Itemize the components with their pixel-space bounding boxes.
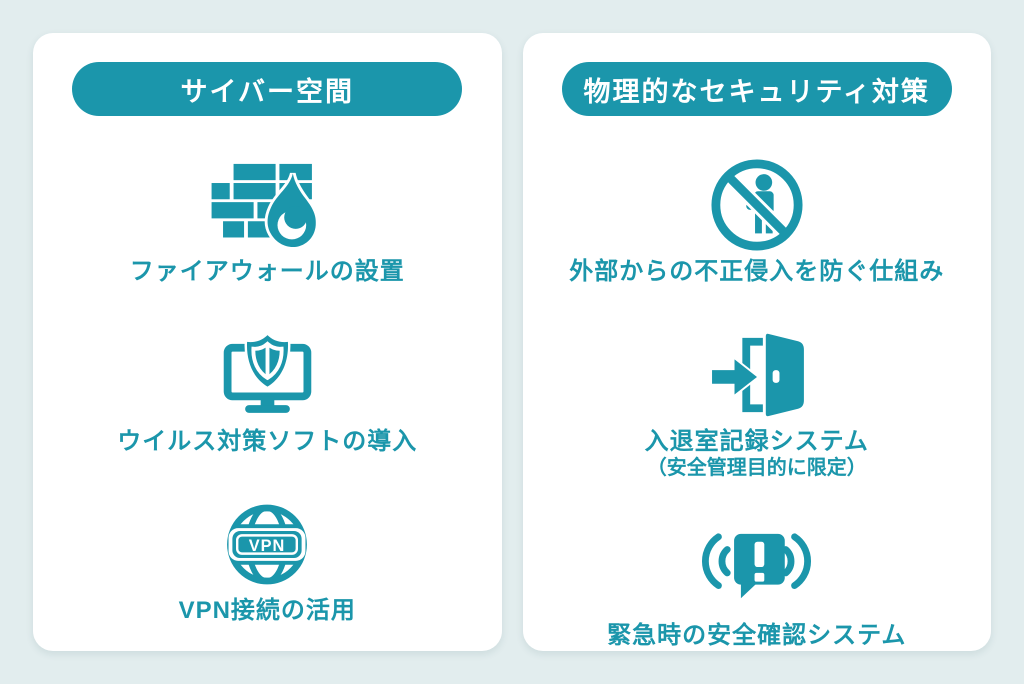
antivirus-monitor-icon — [51, 330, 484, 420]
list-item-vpn: VPN VPN接続の活用 — [51, 499, 484, 625]
item-label: ファイアウォールの設置 — [129, 258, 405, 285]
list-item-no-entry: 外部からの不正侵入を防ぐ仕組み — [541, 159, 974, 286]
emergency-alert-icon — [541, 524, 974, 614]
item-label: 入退室記録システム — [644, 427, 869, 455]
item-label: 外部からの不正侵入を防ぐ仕組み — [569, 258, 945, 285]
vpn-globe-icon: VPN — [51, 499, 484, 589]
list-item-antivirus: ウイルス対策ソフトの導入 — [51, 330, 484, 456]
item-label: VPN接続の活用 — [178, 597, 356, 625]
no-entry-icon — [541, 159, 974, 251]
card-physical-security: 物理的なセキュリティ対策 外部からの不正侵入を防ぐ仕組み — [522, 33, 991, 651]
vpn-badge-text: VPN — [249, 537, 285, 555]
firewall-icon — [51, 160, 484, 250]
card-cyber-title-pill: サイバー空間 — [72, 62, 463, 116]
list-item-entry-exit: 入退室記録システム （安全管理目的に限定） — [541, 330, 974, 481]
card-physical-title-pill: 物理的なセキュリティ対策 — [561, 62, 952, 116]
list-item-emergency: 緊急時の安全確認システム — [541, 524, 974, 650]
entry-exit-door-icon — [541, 330, 974, 420]
list-item-firewall: ファイアウォールの設置 — [51, 160, 484, 286]
card-cyber-space: サイバー空間 — [33, 33, 502, 651]
item-label: ウイルス対策ソフトの導入 — [117, 427, 418, 455]
item-label: 緊急時の安全確認システム — [607, 622, 907, 650]
item-sublabel: （安全管理目的に限定） — [646, 457, 867, 480]
